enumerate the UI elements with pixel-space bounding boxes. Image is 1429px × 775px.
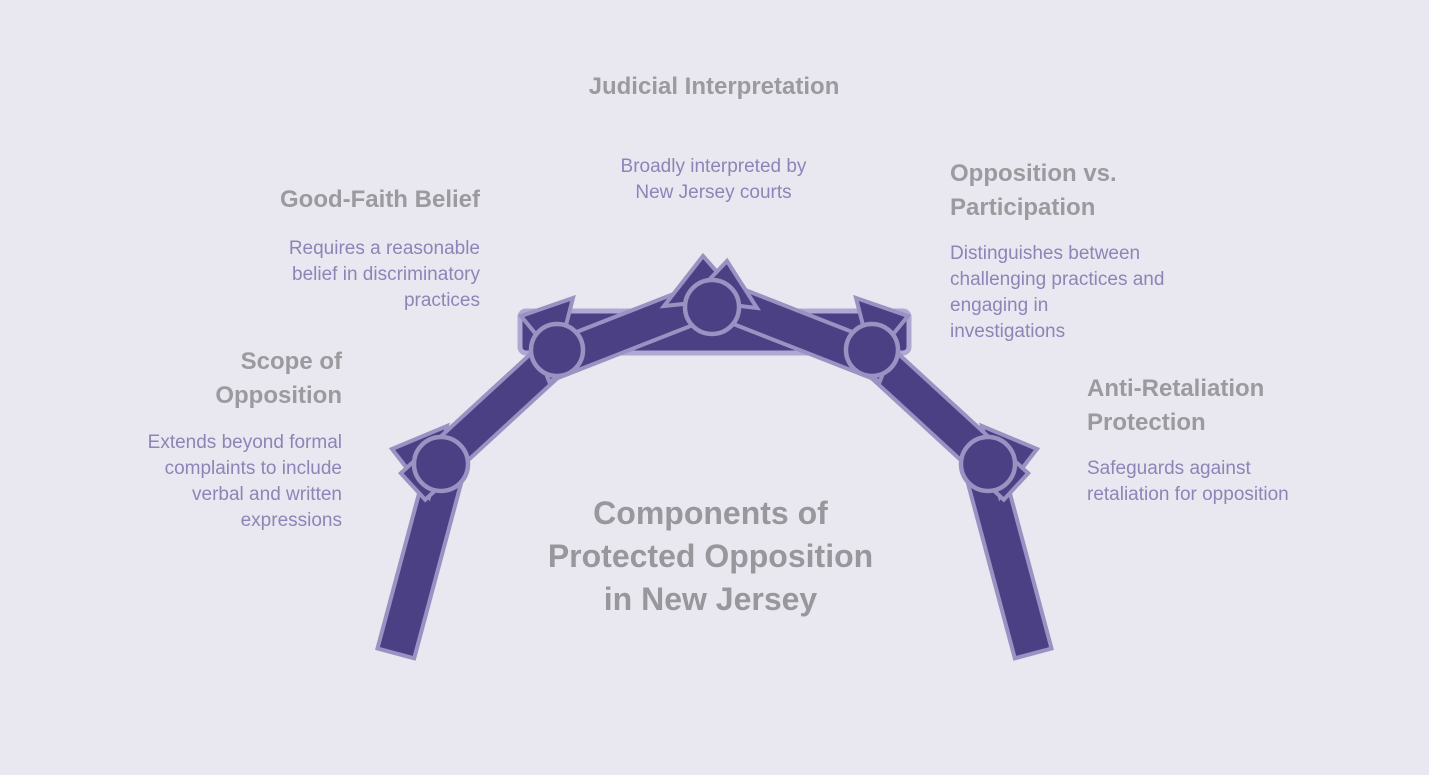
joint-circle-3 (682, 277, 742, 337)
node-heading-good-faith-belief: Good-Faith Belief (280, 186, 480, 213)
node-heading-opposition-vs-participation: Opposition vs. Participation (950, 160, 1117, 221)
joint-circle-1 (411, 434, 471, 494)
node-description-good-faith-belief: Requires a reasonable belief in discrimi… (288, 238, 480, 311)
node-heading-anti-retaliation-protection: Anti-Retaliation Protection (1087, 375, 1265, 436)
node-description-opposition-vs-participation: Distinguishes between challenging practi… (950, 243, 1165, 342)
node-heading-judicial-interpretation: Judicial Interpretation (588, 73, 840, 100)
node-description-judicial-interpretation: Broadly interpreted by New Jersey courts (620, 156, 807, 203)
joint-circle-2 (528, 321, 586, 379)
node-heading-scope-of-opposition: Scope of Opposition (215, 348, 342, 409)
diagram-title: Components of Protected Opposition in Ne… (547, 495, 874, 617)
node-description-scope-of-opposition: Extends beyond formal complaints to incl… (147, 432, 342, 531)
joint-circle-4 (843, 321, 901, 379)
arch-peak (659, 252, 761, 337)
node-description-anti-retaliation-protection: Safeguards against retaliation for oppos… (1087, 458, 1289, 505)
joint-circle-5 (958, 434, 1018, 494)
